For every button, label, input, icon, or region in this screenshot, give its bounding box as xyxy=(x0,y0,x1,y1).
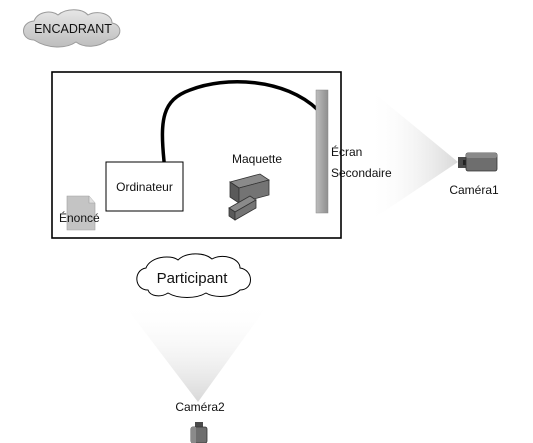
cable xyxy=(160,80,320,163)
computer-label: Ordinateur xyxy=(116,180,173,194)
camera1-label: Caméra1 xyxy=(449,183,499,197)
secondary-screen xyxy=(315,89,329,214)
participant-cloud: Participant xyxy=(136,253,251,298)
encadrant-cloud: ENCADRANT xyxy=(23,9,121,48)
encadrant-label: ENCADRANT xyxy=(34,22,112,36)
ecran-label-line2: Secondaire xyxy=(331,166,392,180)
maquette-icon xyxy=(228,173,270,221)
enonce-document-icon xyxy=(66,195,96,231)
ecran-label-line1: Écran xyxy=(331,144,362,159)
enonce-label: Énoncé xyxy=(59,210,100,225)
room-boundary xyxy=(51,71,342,239)
maquette-label: Maquette xyxy=(232,152,282,166)
camera2-view-cone xyxy=(122,302,270,402)
participant-label: Participant xyxy=(157,270,229,287)
camera2-icon xyxy=(190,422,208,443)
computer-box xyxy=(105,161,184,212)
camera2-label: Caméra2 xyxy=(175,400,225,414)
camera1-view-cone xyxy=(368,88,458,222)
camera1-icon xyxy=(458,152,498,172)
